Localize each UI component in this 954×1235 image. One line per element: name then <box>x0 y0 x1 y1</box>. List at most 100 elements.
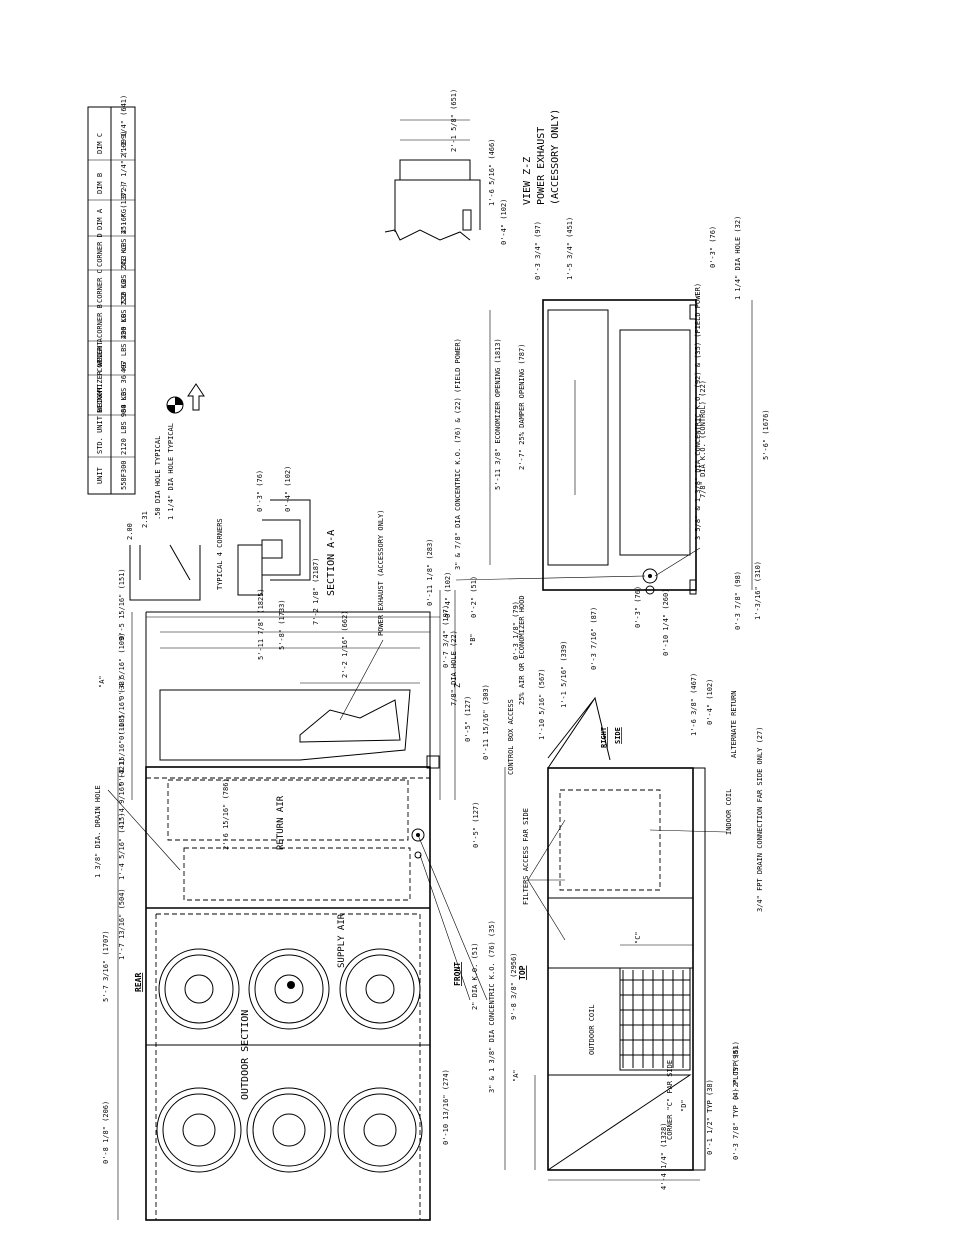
ko-power-label: 3 5/8" & 1 3/8" DIA CONCENTRIC K.O. (92)… <box>694 283 702 540</box>
end-view <box>489 299 753 595</box>
dim-2-2: 2'-2 1/16" (662) <box>341 611 349 678</box>
dim-9-8: 9'-8 3/8" (2956) <box>510 953 518 1020</box>
dim-0-3-1: 0'-3 1/8" (79) <box>512 601 520 660</box>
dim-0-11-1: 0'-11 1/8" (283) <box>426 539 434 606</box>
dim-0-3-76-end: 0'-3" (76) <box>709 226 717 268</box>
table-header-corner-a: CORNER A <box>96 337 104 372</box>
dim-0-3-3: 0'-3 3/4" (97) <box>534 221 542 280</box>
corner-d-label: "D" <box>680 1099 688 1112</box>
front-label: FRONT <box>453 962 462 986</box>
dim-0-3-76: 0'-3" (76) <box>256 470 264 512</box>
dim-1-3-16: 1'-3/16" (310) <box>754 561 762 620</box>
dim-0-4-side: 0'-4" (102) <box>706 679 714 725</box>
dim-2-31: 2.31 <box>141 511 149 528</box>
dim-0-3-7-16: 0'-3 7/16" (87) <box>590 607 598 670</box>
dim-0-2: 0'-2" (51) <box>470 576 478 618</box>
dim-0-4-5: 0'-4 5/16" (109) <box>118 633 126 700</box>
table-header-corner-c: CORNER C <box>96 269 104 303</box>
power-exhaust-label: POWER EXHAUST (ACCESSORY ONLY) <box>377 510 385 636</box>
right-label: RIGHT <box>600 727 608 748</box>
ko-field-label: 3" & 7/8" DIA CONCENTRIC K.O. (76) & (22… <box>454 338 462 570</box>
table-cell-dim-c: 2'-1 1/4" (641) <box>120 95 128 158</box>
hole-114-label: 1 1/4" DIA HOLE TYPICAL <box>167 423 175 520</box>
outdoor-coil-label: OUTDOOR COIL <box>588 1004 596 1055</box>
dim-0-3-7: 0'-3 7/8" TYP (4) PLCS (98) <box>732 1046 740 1160</box>
dim-5-6: 5'-6" (1676) <box>762 409 770 460</box>
dim-2-6: 2'-6 15/16" (786) <box>222 778 230 850</box>
econ-hood-label: 25% AIR OR ECONOMIZER HOOD <box>518 595 526 705</box>
dim-0-5-15: 0'-5 15/16" (151) <box>118 568 126 640</box>
table-header-corner-b: CORNER B <box>96 304 104 338</box>
table-cell-dim-b: 3'-7 1/4" (1099) <box>120 131 128 198</box>
hole-50-label: .50 DIA HOLE TYPICAL <box>154 436 162 520</box>
table-header-unit: UNIT <box>96 466 104 484</box>
dim-1-4-5: 1'-4 5/16" (415) <box>118 813 126 880</box>
table-header-dim-a: DIM A <box>96 208 104 230</box>
drain-hole-label: 1 3/8" DIA. DRAIN HOLE <box>94 785 102 878</box>
condenser-fans <box>156 948 423 1173</box>
econ-opening-label: 5'-11 3/8" ECONOMIZER OPENING (1813) <box>494 338 502 490</box>
table-cell-std-weight: 2120 LBS 964 KG <box>120 392 128 455</box>
section-aa-title: SECTION A-A <box>326 530 337 596</box>
damper-opening-label: 2'-7" 25% DAMPER OPENING (787) <box>518 344 526 470</box>
weight-table: UNIT STD. UNIT WEIGHT ECONOMIZER WEIGHT … <box>87 95 136 495</box>
table-cell-unit: 558F300 <box>120 460 128 490</box>
dim-1-7: 1'-7 13/16" (504) <box>118 888 126 960</box>
table-cell-dim-a: 4'-6" (1372) <box>120 183 128 234</box>
dim-0-2-typ: 0'-2" TYP (51) <box>732 1041 740 1100</box>
dim-4-4: 4'-4 1/4" (1328) <box>660 1123 668 1190</box>
indoor-coil-label: INDOOR COIL <box>725 789 733 835</box>
view-zz-dim-b: 1'-6 5/16" (466) <box>488 139 496 206</box>
callout-z: Z <box>453 683 462 688</box>
center-of-gravity-icon <box>166 396 184 414</box>
table-header-econ-weight: ECONOMIZER WEIGHT <box>96 341 104 413</box>
view-zz <box>384 119 481 241</box>
view-zz-dim-a: 2'-1 5/8" (651) <box>450 89 458 152</box>
dim-0-7: 0'-7 3/4" (197) <box>442 605 450 668</box>
dim-0-1-1: 0'-1 1/2" TYP (38) <box>706 1079 714 1155</box>
typical-4-corners: TYPICAL 4 CORNERS <box>216 518 224 590</box>
callout-a: "A" <box>98 675 106 688</box>
top-label: TOP <box>518 965 527 980</box>
dim-c-label: "C" <box>634 931 642 944</box>
dim-1-4-9: 1'-4 9/16" (421) <box>118 758 126 825</box>
section-aa <box>129 499 311 601</box>
table-cell-corner-d: 553 LBS 251 KG <box>120 209 128 268</box>
view-zz-accessory: (ACCESSORY ONLY) <box>550 109 561 205</box>
drain-connection-label: 3/4" FPT DRAIN CONNECTION FAR SIDE ONLY … <box>756 727 764 912</box>
table-header-dim-b: DIM B <box>96 173 104 194</box>
table-cell-corner-c: 530 LBS 241 KG <box>120 245 128 304</box>
dim-7-2: 7'-2 1/8" (2187) <box>312 558 320 625</box>
view-zz-title: VIEW Z-Z <box>522 157 533 205</box>
view-zz-dim-c: 0'-4" (102) <box>500 199 508 245</box>
dim-a-label: "A" <box>512 1069 520 1082</box>
dim-0-10: 0'-10 13/16" (274) <box>442 1069 450 1145</box>
dim-0-3: 0'-3 15/16" (108) <box>118 714 126 786</box>
dim-0-3-7-8: 0'-3 7/8" (98) <box>734 571 742 630</box>
table-cell-corner-a: 497 LBS 226 KG <box>120 314 128 373</box>
dim-5-8: 5'-8" (1733) <box>278 599 286 650</box>
callout-b: "B" <box>469 633 477 646</box>
hole-7-8-label: 7/8" DIA HOLE (22) <box>450 630 458 706</box>
dim-0-5-b: 0'-5" (127) <box>472 802 480 848</box>
arrow-up-icon <box>187 383 205 411</box>
table-header-corner-d: CORNER D <box>96 233 104 267</box>
rear-label: REAR <box>134 973 143 992</box>
alternate-return-label: ALTERNATE RETURN <box>730 691 738 758</box>
dim-0-8: 0'-8 1/8" (206) <box>102 1101 110 1164</box>
table-cell-econ-weight: 80 LBS 36 KG <box>120 362 128 413</box>
supply-air-label: SUPPLY AIR <box>337 913 347 968</box>
top-view <box>117 590 456 1221</box>
dim-0-11-15: 0'-11 15/16" (303) <box>482 684 490 760</box>
dim-5-7: 5'-7 3/16" (1707) <box>102 930 110 1002</box>
leader-lines <box>107 547 727 1001</box>
return-air-label: RETURN AIR <box>276 795 286 850</box>
dim-1-5: 1'-5 3/4" (451) <box>566 217 574 280</box>
dim-5-11: 5'-11 7/8" (1825) <box>257 588 265 660</box>
table-header-std-weight: STD. UNIT WEIGHT <box>96 386 104 454</box>
dim-0-3-bottom: 0'-3" (76) <box>634 586 642 628</box>
dim-1-10: 1'-10 5/16" (567) <box>538 668 546 740</box>
dim-0-4-102: 0'-4" (102) <box>284 466 292 512</box>
view-zz-power: POWER EXHAUST <box>536 127 547 205</box>
